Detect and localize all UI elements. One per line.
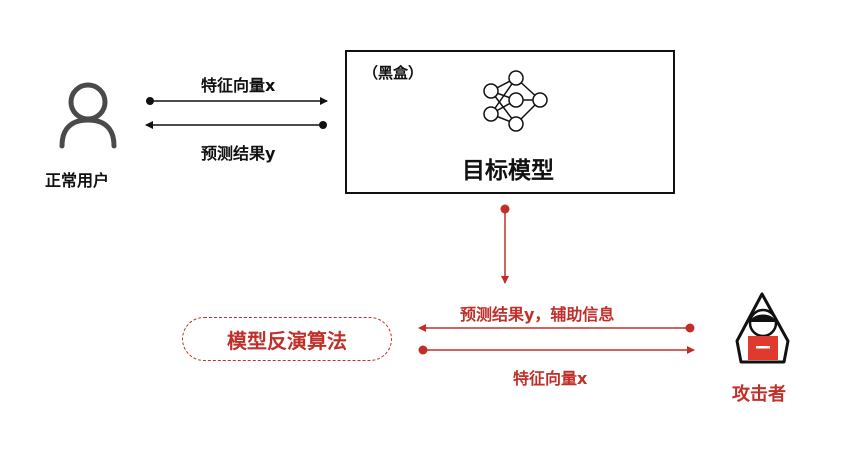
response-label-bottom: 预测结果y，辅助信息 [460,305,615,324]
request-label-bottom: 特征向量x [513,369,588,388]
request-arrow-top [146,97,328,105]
user-label: 正常用户 [45,171,110,190]
request-arrow-bottom [418,345,695,355]
request-label-top: 特征向量x [201,76,276,95]
response-arrow-bottom [418,323,695,333]
attacker-label: 攻击者 [732,384,786,405]
blackbox-tag: （黑盒） [363,64,424,82]
target-model-title: 目标模型 [462,158,554,184]
target-model-box [345,50,675,194]
response-label-top: 预测结果y [201,144,276,163]
leak-arrow-down [500,204,510,284]
neural-network-icon [483,70,548,132]
response-arrow-top [145,121,327,129]
inversion-algorithm-label: 模型反演算法 [227,328,347,353]
inversion-algorithm-node: 模型反演算法 [182,317,392,361]
attacker-icon [735,292,790,364]
user-icon [59,82,117,149]
